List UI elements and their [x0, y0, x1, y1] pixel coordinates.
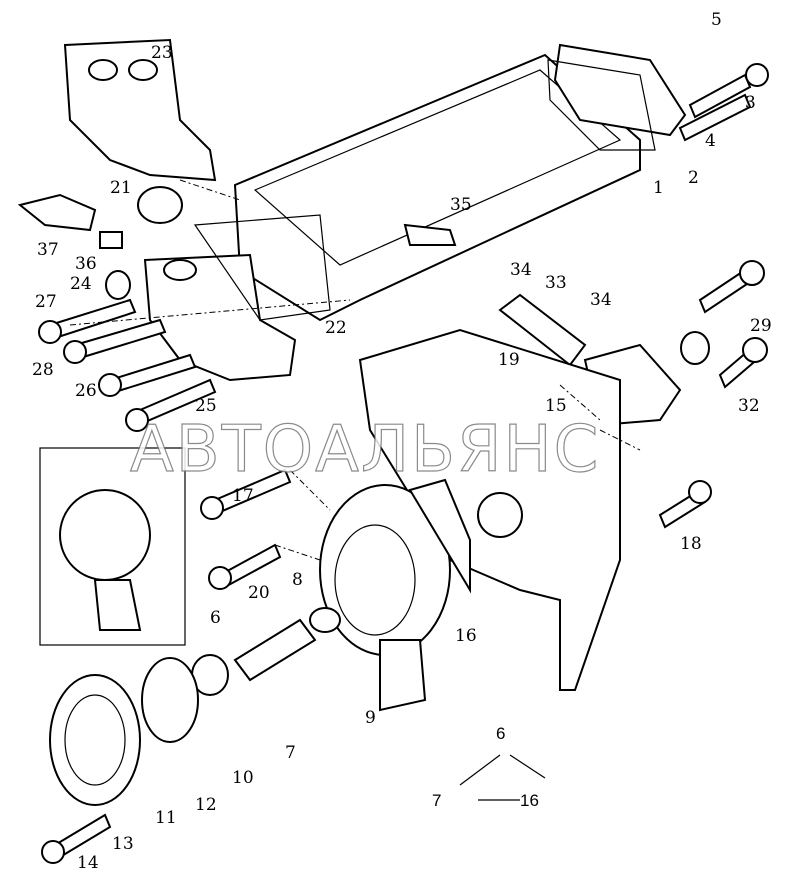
part-label: 23 [151, 43, 173, 63]
part-label: 34 [510, 260, 532, 280]
legend-right: 16 [520, 791, 539, 810]
fitting [17, 193, 97, 232]
part-label: 11 [155, 808, 177, 828]
part-label: 22 [325, 318, 347, 338]
part-label: 20 [248, 583, 270, 603]
part-label: 26 [75, 381, 97, 401]
part-label: 17 [232, 486, 254, 506]
pump-cover [49, 674, 141, 806]
part-label: 3 [745, 93, 756, 113]
part-label: 21 [110, 178, 132, 198]
hose [498, 293, 587, 367]
part-label: 32 [738, 396, 760, 416]
thermostat [137, 186, 183, 224]
part-label: 4 [705, 131, 716, 151]
watermark: АВТОАЛЬЯНС [129, 413, 601, 487]
part-label: 2 [688, 168, 699, 188]
legend-left: 7 [432, 791, 442, 810]
part-label: 33 [545, 273, 567, 293]
legend-lines [459, 754, 546, 801]
part-label: 9 [365, 708, 376, 728]
shaft [233, 618, 317, 682]
part-label: 36 [75, 254, 97, 274]
part-label: 19 [498, 350, 520, 370]
part-label: 15 [545, 396, 567, 416]
part-label: 1 [653, 178, 664, 198]
part-label: 35 [450, 195, 472, 215]
part-label: 25 [195, 396, 217, 416]
part-label: 14 [77, 853, 99, 873]
inset-frame [39, 447, 186, 646]
gear [477, 492, 523, 538]
part-label: 13 [112, 834, 134, 854]
part-label: 34 [590, 290, 612, 310]
part-label: 6 [210, 608, 221, 628]
part-label: 28 [32, 360, 54, 380]
part-label: 12 [195, 795, 217, 815]
part-label: 10 [232, 768, 254, 788]
part-label: 7 [285, 743, 296, 763]
part-label: 8 [292, 570, 303, 590]
legend-top: 6 [496, 724, 506, 743]
part-label: 27 [35, 292, 57, 312]
part-label: 29 [750, 316, 772, 336]
part-label: 24 [70, 274, 92, 294]
cover-plate [553, 43, 687, 137]
part-label: 5 [711, 10, 722, 30]
part-label: 16 [455, 626, 477, 646]
part-label: 37 [37, 240, 59, 260]
part-label: 18 [680, 534, 702, 554]
